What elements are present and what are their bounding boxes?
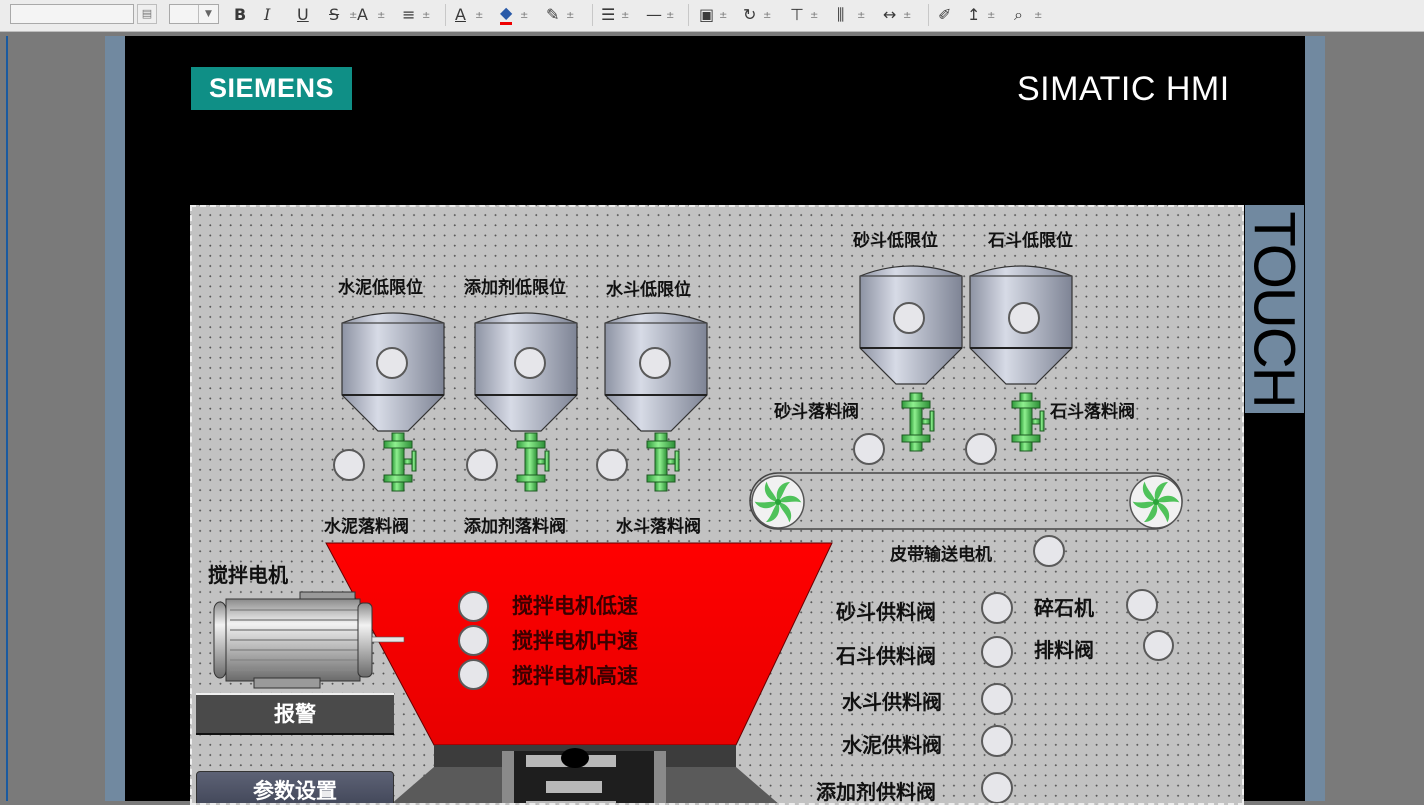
additive-level-lamp[interactable] [514, 347, 546, 379]
arrange-icon[interactable]: ▣ [699, 5, 715, 24]
chevron-down-icon: ▼ [198, 5, 218, 23]
dropdown-arrow-icon[interactable]: ± [810, 10, 819, 21]
cement-valve-lamp[interactable] [333, 449, 365, 481]
italic-icon[interactable]: I [264, 5, 271, 24]
water-valve-label: 水斗落料阀 [616, 517, 701, 537]
water-level-lamp[interactable] [639, 347, 671, 379]
format-painter-icon[interactable]: ✐ [938, 5, 952, 24]
dropdown-arrow-icon[interactable]: ± [1034, 10, 1043, 21]
cement-supply-valve-label: 水泥供料阀 [842, 733, 942, 757]
device-strip-left [105, 36, 125, 801]
dropdown-arrow-icon[interactable]: ± [349, 10, 358, 21]
discharge-valve-lamp[interactable] [1143, 630, 1174, 661]
stone-level-lamp[interactable] [1008, 302, 1040, 334]
distribute-icon[interactable]: ⫼ [837, 5, 845, 24]
process-graphics [213, 265, 1183, 803]
toolbar-divider [592, 4, 593, 26]
alarm-button[interactable]: 报警 [196, 693, 394, 735]
additive-supply-valve-label: 添加剂供料阀 [816, 780, 936, 804]
hmi-screen-canvas[interactable]: 水泥低限位 添加剂低限位 水斗低限位 砂斗低限位 石斗低限位 水泥落料阀 添加剂… [190, 205, 1244, 805]
cement-supply-valve-lamp[interactable] [981, 725, 1013, 757]
settings-button[interactable]: 参数设置 [196, 771, 394, 803]
toolbar-divider [928, 4, 929, 26]
sand-level-lamp[interactable] [893, 302, 925, 334]
stone-supply-valve-label: 石斗供料阀 [836, 644, 936, 668]
dropdown-arrow-icon[interactable]: ± [422, 10, 431, 21]
stone-supply-valve-lamp[interactable] [981, 636, 1013, 668]
font-size-select[interactable]: ▼ [169, 4, 219, 24]
dropdown-arrow-icon[interactable]: ± [903, 10, 912, 21]
dropdown-arrow-icon[interactable]: ± [719, 10, 728, 21]
water-supply-valve-lamp[interactable] [981, 683, 1013, 715]
toolbar-divider [445, 4, 446, 26]
font-picker-button[interactable]: ▤ [137, 4, 157, 24]
dropdown-arrow-icon[interactable]: ± [621, 10, 630, 21]
mixer-low-speed-label: 搅拌电机低速 [512, 593, 638, 618]
mixer-mid-speed-lamp[interactable] [458, 625, 489, 656]
same-size-icon[interactable]: ↔ [883, 5, 897, 24]
cement-level-label: 水泥低限位 [338, 278, 423, 298]
layer-icon[interactable]: ↥ [967, 5, 981, 24]
dropdown-arrow-icon[interactable]: ± [987, 10, 996, 21]
mixer-mid-speed-label: 搅拌电机中速 [512, 628, 638, 653]
conveyor-motor-label: 皮带输送电机 [890, 545, 992, 565]
additive-supply-valve-lamp[interactable] [981, 772, 1013, 803]
additive-valve-label: 添加剂落料阀 [464, 517, 566, 537]
stone-valve-label: 石斗落料阀 [1050, 402, 1135, 422]
additive-level-label: 添加剂低限位 [464, 278, 566, 298]
water-level-label: 水斗低限位 [606, 280, 691, 300]
dropdown-arrow-icon[interactable]: ± [520, 10, 529, 21]
sand-level-label: 砂斗低限位 [853, 231, 938, 251]
dropdown-arrow-icon[interactable]: ± [763, 10, 772, 21]
zoom-selection-icon[interactable]: ⌕ [1014, 5, 1023, 24]
touch-label-area [1245, 205, 1304, 413]
font-size-increase-icon[interactable]: A [357, 5, 368, 24]
water-valve-lamp[interactable] [596, 449, 628, 481]
discharge-valve-label: 排料阀 [1034, 638, 1094, 662]
dropdown-arrow-icon[interactable]: ± [857, 10, 866, 21]
line-style-icon[interactable]: — [646, 5, 662, 24]
cement-level-lamp[interactable] [376, 347, 408, 379]
sand-supply-valve-lamp[interactable] [981, 592, 1013, 624]
align-icon[interactable]: ≡ [402, 5, 416, 24]
sand-valve-label: 砂斗落料阀 [774, 402, 859, 422]
mixer-low-speed-lamp[interactable] [458, 591, 489, 622]
touch-label: TOUCH [1241, 211, 1307, 407]
conveyor-motor-lamp[interactable] [1033, 535, 1065, 567]
additive-valve-lamp[interactable] [466, 449, 498, 481]
line-width-icon[interactable]: ☰ [601, 5, 616, 24]
crusher-label: 碎石机 [1034, 596, 1094, 620]
font-color-icon[interactable]: A [455, 5, 466, 24]
mixer-high-speed-label: 搅拌电机高速 [512, 663, 638, 688]
line-color-icon[interactable]: ✎ [546, 5, 560, 24]
mixer-high-speed-lamp[interactable] [458, 659, 489, 690]
stone-valve-lamp[interactable] [965, 433, 997, 465]
dropdown-arrow-icon[interactable]: ± [666, 10, 675, 21]
device-strip-right [1304, 36, 1325, 801]
cement-valve-label: 水泥落料阀 [324, 517, 409, 537]
water-supply-valve-label: 水斗供料阀 [842, 690, 942, 714]
siemens-logo: SIEMENS [191, 67, 352, 110]
toolbar-divider [688, 4, 689, 26]
font-name-field[interactable] [10, 4, 134, 24]
align-top-icon[interactable]: ⊤ [790, 5, 804, 24]
sand-supply-valve-label: 砂斗供料阀 [836, 600, 936, 624]
crusher-lamp[interactable] [1126, 589, 1158, 621]
underline-icon[interactable]: U [297, 5, 309, 24]
editor-background-left [6, 36, 108, 801]
product-title: SIMATIC HMI [1017, 70, 1230, 108]
mixer-motor-title: 搅拌电机 [208, 563, 288, 587]
strikethrough-icon[interactable]: S [329, 5, 340, 24]
dropdown-arrow-icon[interactable]: ± [377, 10, 386, 21]
bold-icon[interactable]: B [234, 5, 247, 24]
dropdown-arrow-icon[interactable]: ± [566, 10, 575, 21]
stone-level-label: 石斗低限位 [988, 231, 1073, 251]
rotate-icon[interactable]: ↻ [743, 5, 757, 24]
dropdown-arrow-icon[interactable]: ± [475, 10, 484, 21]
sand-valve-lamp[interactable] [853, 433, 885, 465]
fill-color-icon[interactable]: ◆ [500, 4, 513, 25]
